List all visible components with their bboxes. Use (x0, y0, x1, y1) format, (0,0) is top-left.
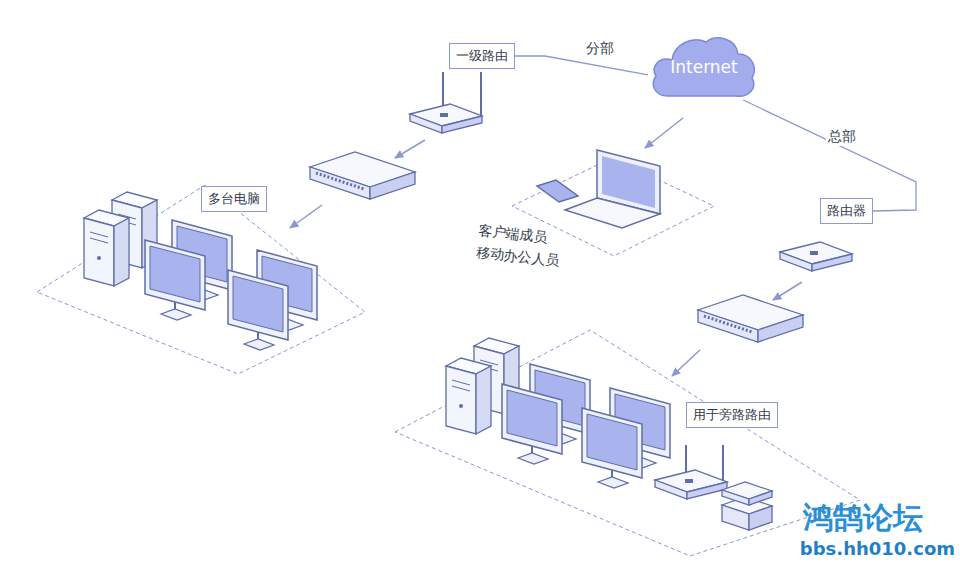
router-callout: 一级路由 (449, 43, 515, 69)
watermark: 鸿鹄论坛 (803, 498, 923, 539)
node-text: 一级路由 (456, 47, 508, 65)
watermark: bbs.hh010.com (800, 538, 955, 559)
connector (515, 56, 648, 75)
node-text: 用于旁路路由 (693, 406, 771, 424)
group-label: 移动办公人员 (475, 244, 560, 271)
node-text: 多台电脑 (208, 190, 260, 208)
pc-callout: 多台电脑 (201, 186, 267, 212)
connector (743, 100, 916, 211)
bypass-callout: 用于旁路路由 (686, 402, 778, 428)
router-callout: 路由器 (820, 198, 873, 224)
edge-label: 总部 (826, 128, 858, 146)
edge-label: 分部 (584, 40, 616, 58)
group-label: 客户端成员 (477, 222, 548, 247)
internet-cloud: Internet (648, 34, 760, 100)
node-text: Internet (670, 57, 738, 77)
node-text: 路由器 (827, 202, 866, 220)
